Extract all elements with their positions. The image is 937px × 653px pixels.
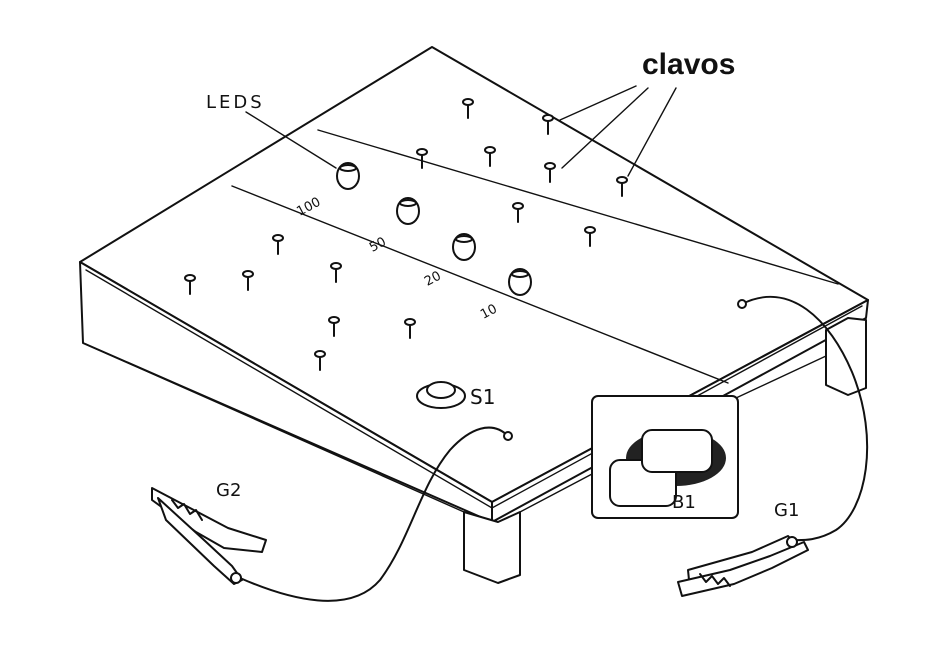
leds-leader [245,111,337,169]
board-leg-front [463,511,521,584]
board-top-face [79,46,869,503]
b1-label: B1 [672,492,696,513]
nail [314,350,326,371]
led-group [336,162,532,296]
board [79,46,869,584]
clavos-leader-2 [561,87,649,169]
wire-g2-terminal [503,431,513,441]
board-underside [82,342,465,513]
battery-cell-2 [641,429,713,473]
led-value-label: 50 [367,235,389,256]
wires [239,295,869,602]
led-value-label: 10 [478,302,500,323]
wire-g1 [741,295,869,542]
s1-label: S1 [470,385,495,409]
nail [242,270,254,291]
nail [544,162,556,183]
nail [330,262,342,283]
divider-line-1 [231,185,729,384]
wire-g1-terminal [737,299,747,309]
clavos-leader-3 [627,87,677,177]
nail [584,226,596,247]
alligator-clip-g1 [677,535,809,597]
led-10 [508,268,532,296]
nail [272,234,284,255]
led-value-labels: 100 50 20 10 [294,195,499,323]
led-value-label: 20 [422,269,444,290]
panel-divider-lines [231,129,839,384]
g1-label: G1 [774,500,799,521]
nail [616,176,628,197]
clavos-label: clavos [642,48,735,81]
wire-g2 [239,426,509,602]
led-20 [452,233,476,261]
nail [404,318,416,339]
nail [542,114,554,135]
push-button-s1 [416,381,466,409]
alligator-clip-g2 [151,487,267,585]
nail [484,146,496,167]
leds-label: LEDS [206,92,265,113]
leader-lines [245,85,677,177]
nail [416,148,428,169]
led-100 [336,162,360,190]
nail [462,98,474,119]
nail [184,274,196,295]
board-front-edge [85,269,863,509]
clavos-leader-1 [559,85,637,121]
g2-label: G2 [216,480,241,501]
nail-group [184,98,628,371]
nail [328,316,340,337]
divider-line-2 [317,129,839,285]
led-50 [396,197,420,225]
nail [512,202,524,223]
battery-holder [591,395,739,519]
board-leg-right [825,317,867,396]
